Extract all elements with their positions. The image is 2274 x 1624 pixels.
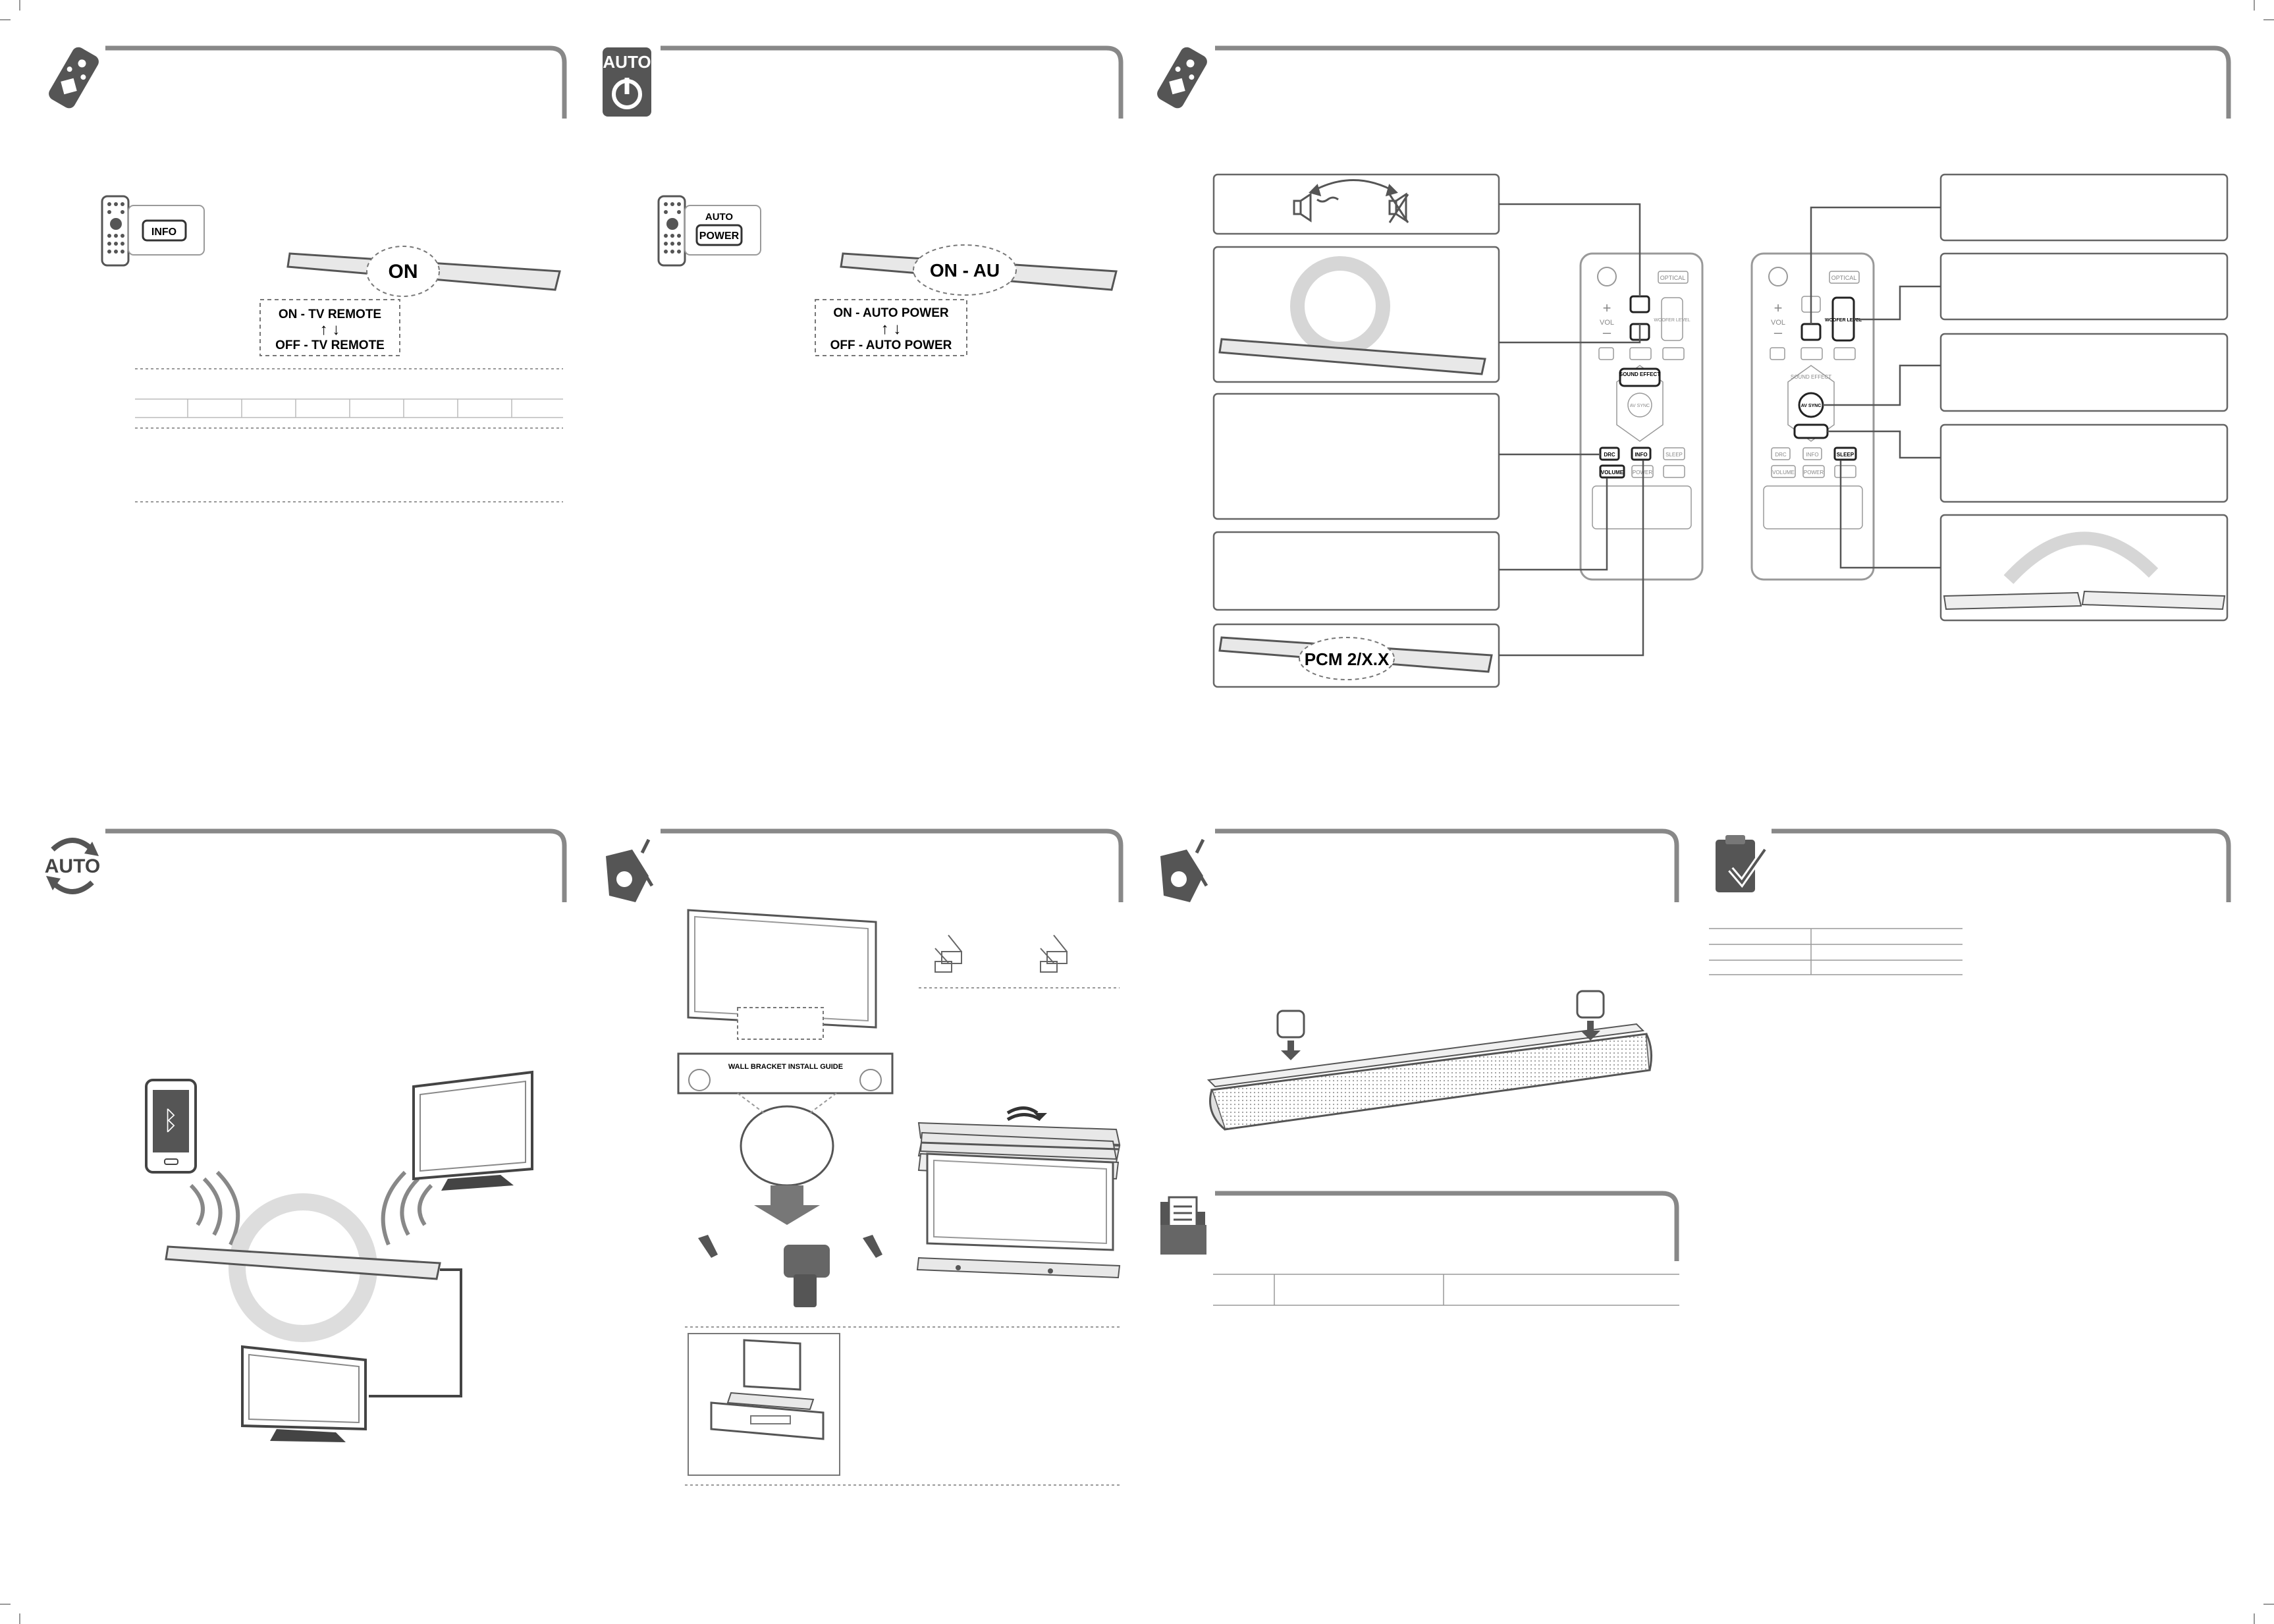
auto-power-soundbar-display: ON - AU ON - AUTO POWER OFF - AUTO POWER… bbox=[815, 244, 1118, 356]
svg-text:SLEEP: SLEEP bbox=[1665, 452, 1683, 458]
info-table-rules bbox=[135, 368, 563, 502]
svg-text:AUTO: AUTO bbox=[45, 855, 100, 877]
checklist-icon bbox=[1716, 835, 1768, 892]
svg-text:VOLUME: VOLUME bbox=[1772, 470, 1795, 475]
svg-text:DRC: DRC bbox=[1604, 452, 1615, 458]
svg-text:AV SYNC: AV SYNC bbox=[1801, 404, 1822, 408]
svg-text:INFO: INFO bbox=[1806, 452, 1818, 458]
soundbar-display-pcm: PCM 2/X.X bbox=[1218, 636, 1493, 680]
svg-text:WOOFER LEVEL: WOOFER LEVEL bbox=[1654, 318, 1690, 323]
tabletop-stand-illustration bbox=[688, 1333, 840, 1476]
auto-power-mode-off: OFF - AUTO POWER bbox=[830, 338, 952, 352]
svg-text:–: – bbox=[1774, 324, 1783, 340]
svg-text:INFO: INFO bbox=[1635, 452, 1647, 458]
svg-text:DRC: DRC bbox=[1775, 452, 1787, 458]
svg-text:AV SYNC: AV SYNC bbox=[1630, 404, 1650, 408]
svg-text:SLEEP: SLEEP bbox=[1837, 452, 1854, 458]
leader-lines bbox=[1499, 203, 1941, 657]
toggle-arrows-icon: ↑ ↓ bbox=[320, 321, 340, 338]
svg-text:OPTICAL: OPTICAL bbox=[1660, 275, 1686, 281]
tv-screen-wall bbox=[920, 1141, 1119, 1150]
section-frames bbox=[105, 45, 2231, 1261]
checklist-table bbox=[1709, 928, 1963, 975]
speaker-rotation-illustration bbox=[1943, 531, 2226, 610]
remote-icon bbox=[49, 47, 99, 109]
svg-text:+: + bbox=[1603, 300, 1611, 316]
tv-panel-with-soundbar bbox=[916, 1152, 1121, 1279]
info-remote-thumbnail: INFO bbox=[101, 195, 205, 267]
svg-text:AUTO: AUTO bbox=[603, 52, 651, 72]
svg-text:+: + bbox=[1774, 300, 1783, 316]
svg-text:SOUND EFFECT: SOUND EFFECT bbox=[1619, 371, 1660, 377]
info-display-text: ON bbox=[389, 261, 418, 283]
notes-folder-icon bbox=[1160, 1196, 1206, 1255]
wall-mount-dashed-rules bbox=[685, 1326, 1120, 1486]
remote-control-right: OPTICAL + VOL – WOOFER LEVEL SOUND EFFEC… bbox=[1750, 252, 1875, 581]
wall-bracket-guide-label: WALL BRACKET INSTALL GUIDE bbox=[728, 1063, 843, 1071]
svg-text:OPTICAL: OPTICAL bbox=[1831, 275, 1857, 281]
auto-switch-icon: AUTO bbox=[45, 838, 100, 894]
info-mode-off: OFF - TV REMOTE bbox=[275, 338, 385, 352]
install-tools-icon bbox=[606, 838, 654, 902]
auto-power-display-text: ON - AU bbox=[930, 260, 1000, 281]
auto-power-icon: AUTO bbox=[603, 47, 651, 117]
sound-effect-cycle-illustration bbox=[1218, 256, 1486, 375]
remote-control-left: OPTICAL + VOL – WOOFER LEVEL SOUND EFFEC… bbox=[1579, 252, 1704, 581]
auto-function-illustration: ᛒ bbox=[145, 1070, 533, 1442]
power-button-label: POWER bbox=[699, 230, 740, 242]
pcm-display-text: PCM 2/X.X bbox=[1305, 649, 1390, 669]
bluetooth-icon: ᛒ bbox=[163, 1106, 178, 1135]
info-soundbar-display: ON ON - TV REMOTE OFF - TV REMOTE ↑ ↓ bbox=[259, 246, 561, 356]
svg-text:SOUND EFFECT: SOUND EFFECT bbox=[1791, 374, 1831, 380]
soundbar-foot-illustration bbox=[1206, 990, 1653, 1131]
remote-icon bbox=[1157, 47, 1207, 109]
auto-button-top-label: AUTO bbox=[705, 211, 734, 223]
svg-text:VOL: VOL bbox=[1600, 319, 1614, 327]
callout-boxes-right bbox=[1939, 173, 2229, 622]
svg-text:VOL: VOL bbox=[1771, 319, 1785, 327]
install-tools-icon bbox=[1160, 838, 1208, 902]
auto-power-remote-thumbnail: AUTO POWER bbox=[657, 195, 761, 267]
notes-table bbox=[1213, 1274, 1679, 1306]
info-mode-on: ON - TV REMOTE bbox=[279, 308, 381, 321]
info-button-label: INFO bbox=[151, 227, 176, 238]
svg-text:VOLUME: VOLUME bbox=[1601, 470, 1624, 475]
svg-text:–: – bbox=[1603, 324, 1611, 340]
info-table-grid bbox=[135, 398, 563, 418]
callout-boxes-left bbox=[1212, 173, 1500, 688]
toggle-arrows-icon: ↑ ↓ bbox=[881, 320, 902, 338]
svg-text:WOOFER LEVEL: WOOFER LEVEL bbox=[1825, 318, 1862, 323]
mute-toggle-icon bbox=[1293, 179, 1409, 223]
auto-power-mode-on: ON - AUTO POWER bbox=[833, 306, 949, 320]
svg-text:POWER: POWER bbox=[1804, 470, 1824, 475]
wall-mount-illustrations: WALL BRACKET INSTALL GUIDE bbox=[677, 909, 1121, 1307]
